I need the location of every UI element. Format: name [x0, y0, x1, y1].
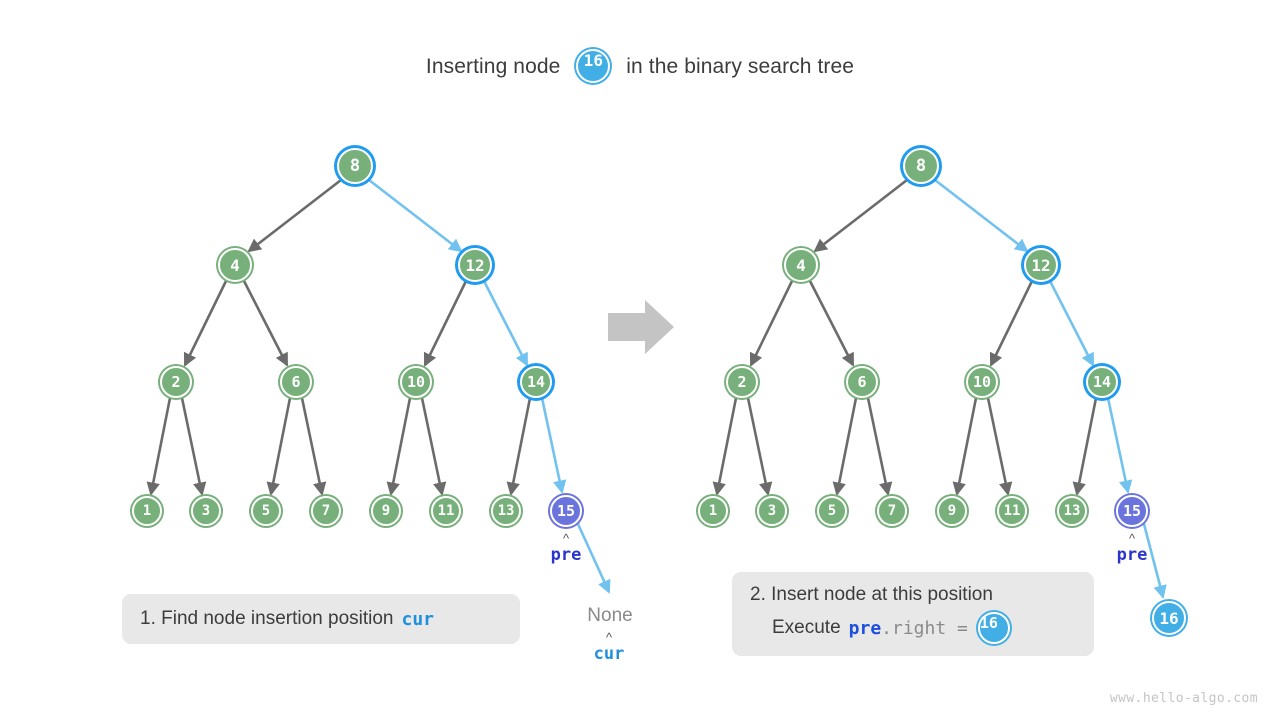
caret-up-icon: ^ — [562, 531, 570, 546]
pre-text: pre — [550, 545, 582, 565]
title-suffix: in the binary search tree — [626, 55, 855, 78]
tree-node-2[interactable]: 2 — [160, 366, 192, 398]
tree-node-10[interactable]: 10 — [400, 366, 432, 398]
tree-node-5[interactable]: 5 — [251, 496, 281, 526]
tree-node-3[interactable]: 3 — [757, 496, 787, 526]
tree-node-4[interactable]: 4 — [218, 248, 252, 282]
pointer-label-pre-right: ^ pre — [1102, 531, 1162, 565]
title-node-16: 16 — [576, 49, 611, 83]
tree-node-8[interactable]: 8 — [337, 148, 373, 184]
title-prefix: Inserting node — [425, 55, 561, 78]
tree-node-12[interactable]: 12 — [458, 248, 492, 282]
tree-node-1[interactable]: 1 — [132, 496, 162, 526]
tree-node-12[interactable]: 12 — [1024, 248, 1058, 282]
caret-up-icon: ^ — [1128, 531, 1136, 546]
tree-node-11[interactable]: 11 — [431, 496, 461, 526]
tree-node-6[interactable]: 6 — [846, 366, 878, 398]
tree-node-2[interactable]: 2 — [726, 366, 758, 398]
caption-2-text: 2. Insert node at this position — [750, 584, 993, 605]
tree-node-15-pre[interactable]: 15 — [1116, 495, 1148, 527]
caption-1-text: 1. Find node insertion position — [140, 608, 394, 629]
tree-node-13[interactable]: 13 — [1057, 496, 1087, 526]
caption-2-code-pre: pre — [848, 617, 882, 639]
caption-step-2: 2. Insert node at this position Execute … — [732, 572, 1094, 656]
caption-1-line: 1. Find node insertion position cur — [140, 608, 502, 630]
pre-text: pre — [1116, 545, 1148, 565]
watermark: www.hello-algo.com — [1109, 691, 1258, 706]
tree-node-1[interactable]: 1 — [698, 496, 728, 526]
tree-node-7[interactable]: 7 — [311, 496, 341, 526]
caret-up-icon: ^ — [605, 630, 613, 645]
caption-2-node-16: 16 — [977, 612, 1010, 644]
cur-text: cur — [593, 644, 625, 664]
tree-node-6[interactable]: 6 — [280, 366, 312, 398]
tree-node-9[interactable]: 9 — [371, 496, 401, 526]
tree-node-3[interactable]: 3 — [191, 496, 221, 526]
caption-step-1: 1. Find node insertion position cur — [122, 594, 520, 644]
caption-1-code: cur — [401, 608, 435, 630]
pointer-label-cur-left: ^ cur — [578, 630, 640, 664]
tree-node-14[interactable]: 14 — [1086, 366, 1118, 398]
tree-node-15-pre[interactable]: 15 — [550, 495, 582, 527]
page-title: Inserting node 16 in the binary search t… — [0, 49, 1280, 84]
tree-node-7[interactable]: 7 — [877, 496, 907, 526]
caption-2-code-expr: .right = — [881, 617, 968, 639]
caption-2-execute-label: Execute — [772, 617, 841, 638]
none-value: None — [587, 605, 633, 626]
tree-node-10[interactable]: 10 — [966, 366, 998, 398]
tree-node-11[interactable]: 11 — [997, 496, 1027, 526]
tree-node-4[interactable]: 4 — [784, 248, 818, 282]
tree-node-8[interactable]: 8 — [903, 148, 939, 184]
transition-arrow-icon — [608, 300, 674, 354]
caption-2-line-2: Execute pre .right = 16 — [750, 612, 1076, 644]
tree-node-9[interactable]: 9 — [937, 496, 967, 526]
caption-2-line-1: 2. Insert node at this position — [750, 584, 1076, 606]
tree-node-5[interactable]: 5 — [817, 496, 847, 526]
tree-node-13[interactable]: 13 — [491, 496, 521, 526]
pointer-label-pre-left: ^ pre — [536, 531, 596, 565]
tree-node-14[interactable]: 14 — [520, 366, 552, 398]
tree-node-16-inserted[interactable]: 16 — [1152, 601, 1186, 635]
